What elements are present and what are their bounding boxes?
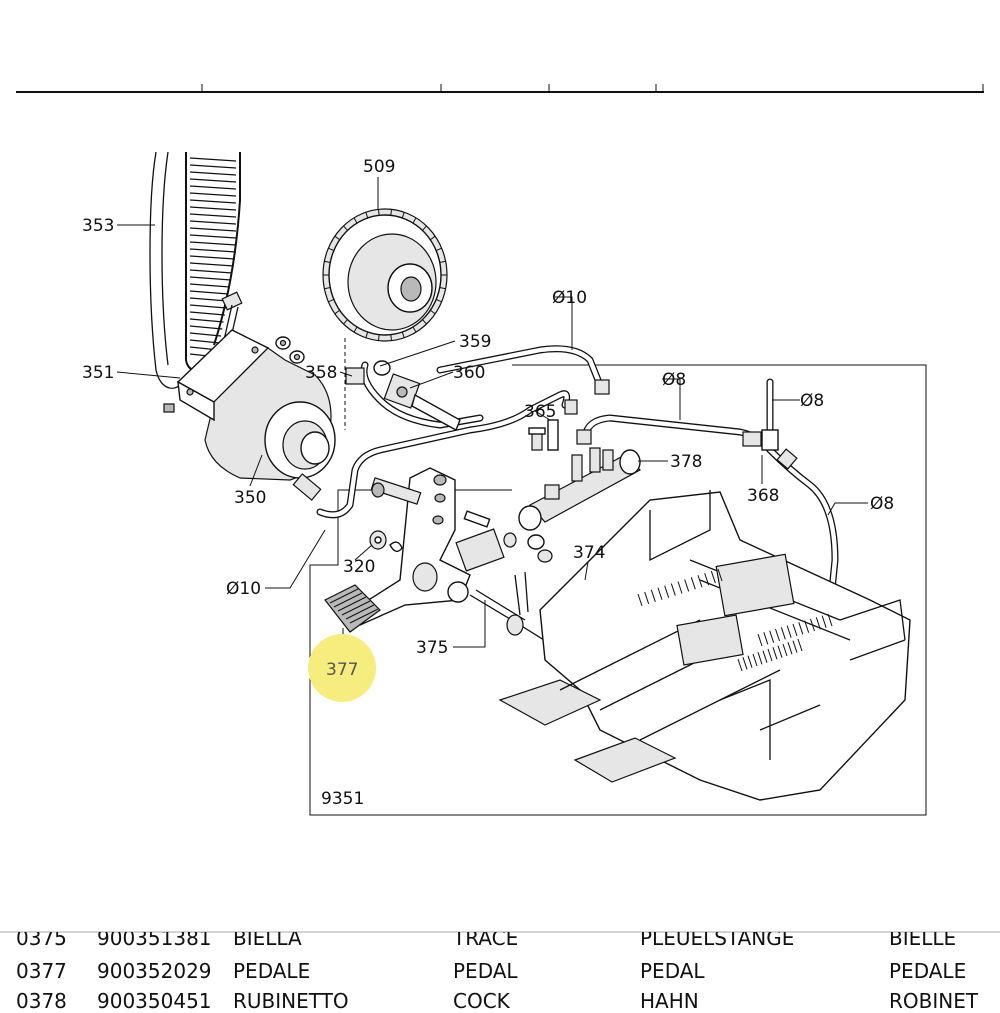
part-name-it: BIELLA	[233, 926, 302, 950]
part-code: 900351381	[97, 926, 212, 950]
table-row: 0375 900351381 BIELLA TRACE PLEUELSTANGE…	[0, 926, 1000, 956]
valve-block	[518, 419, 641, 531]
part-name-fr: PEDALE	[889, 959, 967, 983]
header-rule	[16, 84, 984, 93]
part-position: 0377	[16, 959, 67, 983]
highlight-marker	[308, 634, 376, 702]
callout-d10-top: Ø10	[552, 288, 587, 308]
callout-374: 374	[573, 543, 605, 563]
subassembly-frame	[309, 364, 927, 816]
callout-368: 368	[747, 486, 779, 506]
callout-359: 359	[459, 332, 491, 352]
part-name-en: COCK	[453, 989, 510, 1013]
callout-358: 358	[305, 363, 337, 383]
callout-360: 360	[453, 363, 485, 383]
callout-labels: 353 509 351 358 359 360 Ø10 Ø8 Ø8 365 37…	[82, 157, 894, 809]
part-name-fr: BIELLE	[889, 926, 957, 950]
part-name-de: PLEUELSTANGE	[640, 926, 795, 950]
part-name-fr: ROBINET	[889, 989, 979, 1013]
callout-d8-upper: Ø8	[662, 370, 686, 390]
part-code: 900350451	[97, 989, 212, 1013]
base-assembly	[498, 490, 911, 801]
callout-375: 375	[416, 638, 448, 658]
part-name-en: TRACE	[453, 926, 519, 950]
callout-509: 509	[363, 157, 395, 177]
part-name-de: PEDAL	[640, 959, 705, 983]
callout-320: 320	[343, 557, 375, 577]
callout-378: 378	[670, 452, 702, 472]
callout-365: 365	[524, 402, 556, 422]
part-code: 900352029	[97, 959, 212, 983]
callout-350: 350	[234, 488, 266, 508]
callout-d8-right: Ø8	[800, 391, 824, 411]
figure-number: 9351	[321, 789, 364, 809]
part-name-it: RUBINETTO	[233, 989, 349, 1013]
part-name-en: PEDAL	[453, 959, 518, 983]
motor-assembly	[163, 329, 336, 481]
callout-d8-lower: Ø8	[870, 494, 894, 514]
table-row: 0378 900350451 RUBINETTO COCK HAHN ROBIN…	[0, 989, 1000, 1013]
table-row: 0377 900352029 PEDALE PEDAL PEDAL PEDALE	[0, 959, 1000, 989]
callout-d10-bottom: Ø10	[226, 579, 261, 599]
part-position: 0375	[16, 926, 67, 950]
part-name-de: HAHN	[640, 989, 699, 1013]
callout-377: 377	[326, 660, 358, 680]
callout-351: 351	[82, 363, 114, 383]
part-position: 0378	[16, 989, 67, 1013]
fittings-358-359-360	[344, 338, 461, 431]
pedal-377	[324, 467, 471, 633]
toothed-pulley	[322, 208, 448, 342]
leader-lines	[116, 177, 868, 652]
part-name-it: PEDALE	[233, 959, 311, 983]
callout-353: 353	[82, 216, 114, 236]
